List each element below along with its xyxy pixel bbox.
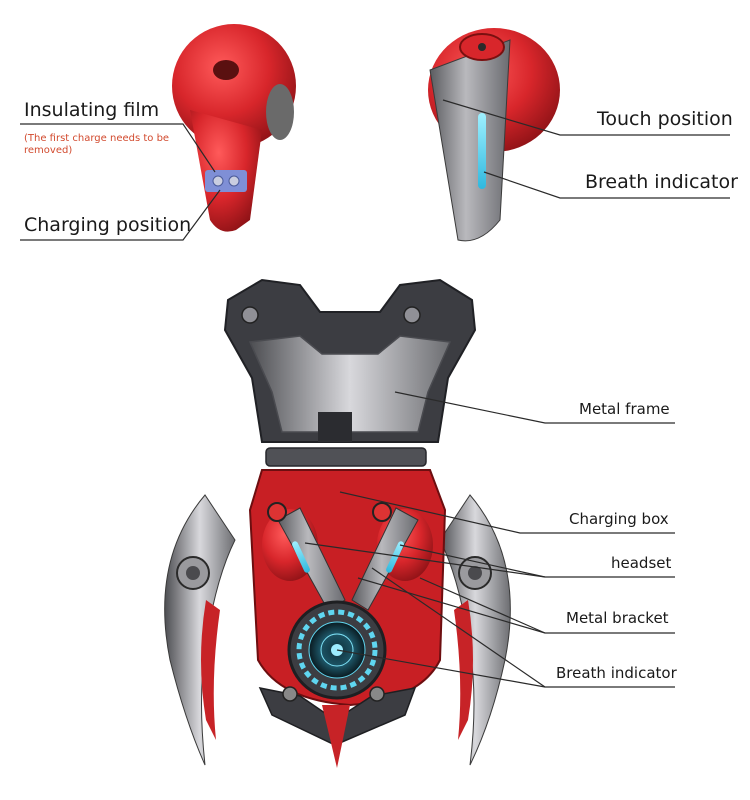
charging-contact — [212, 175, 224, 187]
insulating-film-strip — [205, 170, 247, 192]
headset-indicator — [292, 541, 310, 573]
leader-metal-frame — [394, 391, 675, 424]
label-insulating-film: Insulating film — [24, 99, 160, 121]
leader-lines — [20, 99, 730, 688]
hinge — [265, 447, 427, 467]
base-plate — [258, 686, 417, 746]
headset-indicator — [386, 541, 404, 573]
earbud-stem — [429, 39, 511, 242]
leader-insulating-film — [20, 123, 216, 173]
base-screw — [369, 686, 385, 702]
right-blade — [439, 494, 511, 766]
core-ring — [320, 633, 354, 667]
label-insulating-note: (The first charge needs to be removed) — [24, 133, 170, 156]
earbud-vent — [213, 60, 239, 80]
joint-hub — [186, 566, 200, 580]
case-legs — [164, 494, 511, 766]
bracket-screw — [372, 502, 392, 522]
tail-spike — [322, 705, 350, 768]
left-blade-red — [201, 600, 220, 740]
breath-indicator-leds — [296, 609, 378, 691]
base-screw — [282, 686, 298, 702]
left-earbud — [172, 24, 296, 232]
leader-breath-indicator-top — [483, 171, 730, 199]
charging-contact — [228, 175, 240, 187]
right-earbud — [428, 28, 560, 242]
metal-bracket-left — [277, 507, 346, 611]
label-headset: headset — [611, 554, 672, 572]
breath-indicator-strip — [478, 113, 486, 189]
frame-screw — [403, 306, 421, 324]
leader-breath-indicator-case-2 — [336, 649, 546, 688]
label-charging-position: Charging position — [24, 214, 192, 236]
joint-hub — [468, 566, 482, 580]
case-lid — [223, 278, 477, 467]
bracket-screw — [267, 502, 287, 522]
label-metal-bracket: Metal bracket — [566, 609, 669, 627]
metal-bracket-right — [351, 507, 419, 611]
label-charging-box: Charging box — [569, 510, 669, 528]
right-blade-red — [454, 600, 473, 740]
lid-latch — [318, 412, 352, 442]
frame-screw — [241, 306, 259, 324]
leader-headset-2 — [399, 544, 546, 578]
earbud-mesh — [266, 84, 294, 140]
left-blade — [164, 494, 236, 766]
label-breath-indicator-case: Breath indicator — [556, 664, 677, 682]
leader-metal-bracket-2 — [419, 577, 546, 634]
label-touch-position: Touch position — [597, 108, 733, 130]
metal-frame — [248, 335, 452, 433]
label-breath-indicator-earbud: Breath indicator — [585, 171, 738, 193]
touch-dot — [478, 43, 486, 51]
leader-charging-position — [20, 189, 221, 241]
label-metal-frame: Metal frame — [579, 400, 670, 418]
case-body — [248, 469, 447, 768]
leader-touch-position — [442, 99, 730, 136]
leader-charging-box — [339, 491, 675, 534]
